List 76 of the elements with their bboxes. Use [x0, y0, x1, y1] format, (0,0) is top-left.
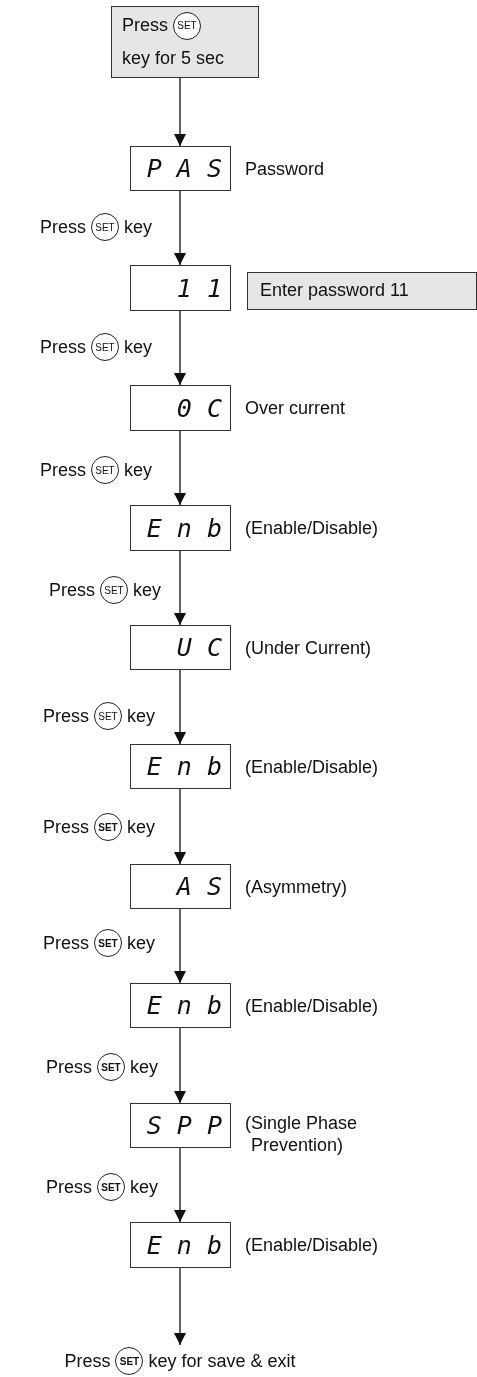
display-box	[130, 505, 231, 551]
seven-segment-readout: E n b	[146, 752, 222, 781]
description-text: (Asymmetry)	[245, 875, 347, 898]
display-box	[130, 1222, 231, 1268]
arrow	[174, 788, 186, 865]
display-box	[130, 864, 231, 909]
instruction-text: Press	[42, 705, 89, 727]
display-box	[130, 983, 231, 1028]
arrow	[174, 550, 186, 626]
seven-segment-readout: E n b	[146, 513, 222, 543]
set-key-symbol: SET	[91, 333, 119, 361]
set-key-symbol: SET	[115, 1347, 144, 1375]
set-key-symbol: SET	[91, 456, 119, 484]
arrow	[174, 77, 186, 147]
arrow	[174, 190, 186, 266]
description-text: (Single Phase Prevention)	[245, 1111, 359, 1157]
arrow	[174, 669, 186, 745]
instruction-text: key	[127, 932, 155, 954]
instruction-text: key for save & exit	[148, 1350, 296, 1372]
instruction-text: Press	[45, 1056, 92, 1078]
seven-segment-readout: E n b	[146, 1230, 222, 1260]
instruction-text: key	[124, 216, 152, 238]
description-text: Password	[245, 157, 325, 180]
arrow	[174, 1027, 186, 1104]
instruction-text: Press	[39, 459, 86, 481]
set-key-symbol: SET	[91, 213, 119, 241]
seven-segment-readout: E n b	[146, 991, 222, 1020]
instruction-text: key	[127, 705, 155, 727]
description-text: (Enable/Disable)	[245, 1234, 379, 1257]
seven-segment-readout: 0 C	[176, 393, 222, 423]
set-key-symbol: SET	[94, 702, 122, 730]
set-key-symbol: SET	[173, 11, 201, 40]
instruction-text: key for 5 sec	[122, 46, 225, 70]
description-text: (Enable/Disable)	[245, 517, 379, 540]
instruction-text: key	[133, 579, 161, 601]
set-key-symbol: SET	[94, 813, 122, 841]
set-key-symbol: SET	[97, 1053, 125, 1081]
display-box	[130, 265, 231, 311]
description-text: Over current	[245, 397, 346, 420]
instruction-text: key	[124, 336, 152, 358]
instruction-text: Enter password 11	[260, 279, 409, 303]
seven-segment-readout: A S	[176, 872, 222, 901]
arrow	[174, 908, 186, 984]
instruction-text: Press	[122, 13, 168, 37]
instruction-box	[111, 6, 259, 78]
instruction-box	[247, 272, 477, 310]
arrow	[174, 1267, 186, 1346]
display-box	[130, 385, 231, 431]
display-box	[130, 146, 231, 191]
instruction-text: Press	[64, 1350, 111, 1372]
instruction-text: Press	[39, 216, 86, 238]
instruction-text: Press	[48, 579, 95, 601]
seven-segment-readout: 1 1	[176, 273, 222, 303]
seven-segment-readout: U C	[176, 633, 222, 662]
description-text: (Enable/Disable)	[245, 994, 379, 1017]
instruction-text: Press	[42, 816, 89, 838]
set-key-symbol: SET	[97, 1173, 125, 1201]
instruction-text: key	[127, 816, 155, 838]
instruction-text: Press	[45, 1176, 92, 1198]
instruction-text: key	[130, 1176, 158, 1198]
description-text: (Enable/Disable)	[245, 755, 379, 778]
instruction-text: Press	[39, 336, 86, 358]
description-text: (Under Current)	[245, 636, 372, 659]
display-box	[130, 625, 231, 670]
instruction-text: key	[124, 459, 152, 481]
arrow	[174, 310, 186, 386]
instruction-text: key	[130, 1056, 158, 1078]
instruction-text: Press	[42, 932, 89, 954]
arrow	[174, 430, 186, 506]
display-box	[130, 744, 231, 789]
display-box	[130, 1103, 231, 1148]
arrow	[174, 1147, 186, 1223]
set-key-symbol: SET	[100, 576, 128, 604]
seven-segment-readout: S P P	[146, 1111, 222, 1140]
seven-segment-readout: P A S	[146, 154, 222, 183]
set-key-symbol: SET	[94, 929, 122, 957]
